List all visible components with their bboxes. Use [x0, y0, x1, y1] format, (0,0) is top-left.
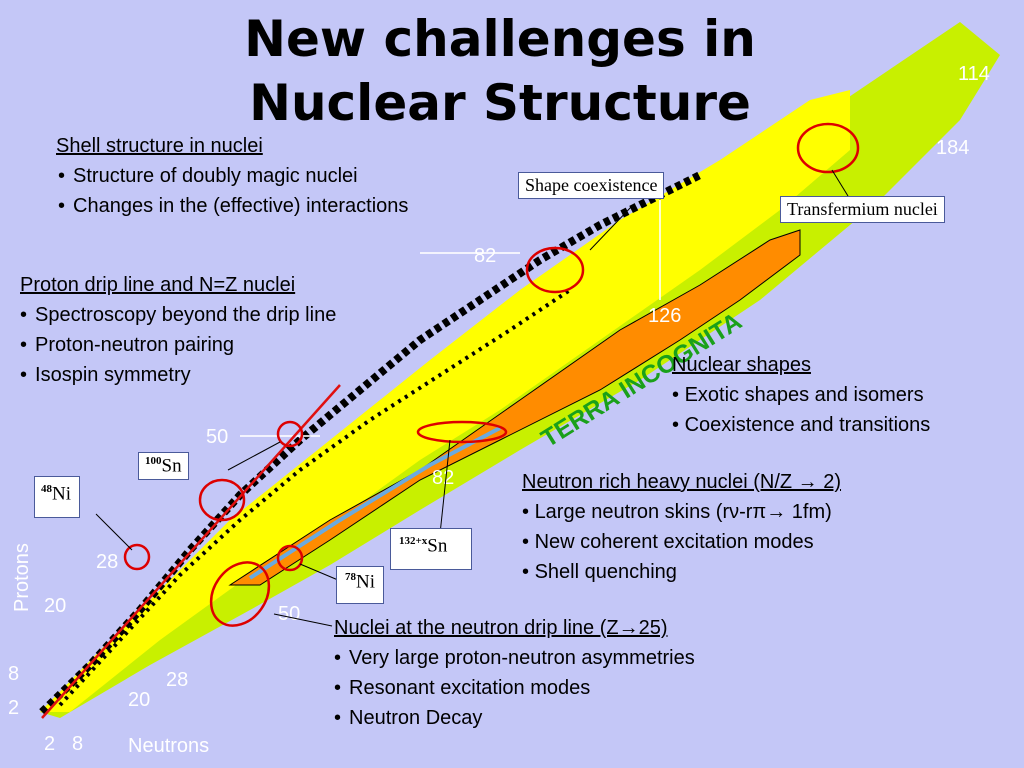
drip-heading: Nuclei at the neutron drip line (Z→25) [334, 617, 668, 639]
ni48-label: 48Ni [34, 476, 80, 519]
shapes-item-2: Coexistence and transitions [672, 414, 930, 436]
y-axis-label: Protons [11, 543, 33, 612]
ni78-mass: 78 [345, 571, 356, 583]
y-magic-28: 28 [96, 551, 118, 573]
circle-48ni [123, 543, 151, 571]
sn100-label: 100Sn [138, 452, 189, 481]
proton-item-1: Spectroscopy beyond the drip line [20, 304, 336, 326]
circle-transfermium [796, 122, 860, 174]
drip-item-1: Very large proton-neutron asymmetries [334, 647, 695, 669]
circle-shape-coexistence [525, 246, 585, 294]
transfermium-label: Transfermium nuclei [780, 196, 945, 223]
stable-nuclei-2 [58, 288, 572, 707]
neutron-rich-item-3: Shell quenching [522, 561, 677, 583]
shape-coexistence-label: Shape coexistence [518, 172, 665, 199]
y-magic-114: 114 [958, 63, 990, 85]
sn100-symbol: Sn [161, 455, 182, 477]
neutron-rich-block: Neutron rich heavy nuclei (N/Z → 2) Larg… [522, 467, 841, 587]
pointer-48ni [95, 513, 133, 551]
x-magic-8: 8 [72, 733, 83, 755]
predicted-nuclei-region [40, 90, 850, 712]
pointer-78ni [299, 563, 339, 581]
proton-item-3: Isospin symmetry [20, 364, 191, 386]
x-magic-28: 28 [166, 669, 188, 691]
pointer-shape-coexistence [589, 205, 633, 251]
pointer-100sn [227, 441, 281, 471]
y-magic-2: 2 [8, 697, 19, 719]
sn132-label: 132+xSn [390, 528, 473, 571]
circle-100sn [276, 420, 304, 448]
pointer-dripline [273, 613, 333, 627]
x-magic-50: 50 [278, 603, 300, 625]
sn132-symbol: Sn [427, 535, 448, 557]
y-magic-50: 50 [206, 426, 228, 448]
x-magic-184: 184 [936, 137, 969, 159]
x-axis-label: Neutrons [128, 735, 209, 757]
ni78-symbol: Ni [356, 571, 375, 593]
circle-78ni [276, 544, 304, 572]
ni48-mass: 48 [41, 483, 52, 495]
nuclear-shapes-block: Nuclear shapes Exotic shapes and isomers… [672, 350, 930, 440]
experimental-edge [248, 426, 501, 580]
neutron-dripline-block: Nuclei at the neutron drip line (Z→25) V… [334, 613, 695, 733]
circle-n-z-region [198, 478, 246, 522]
neutron-rich-item-1: Large neutron skins (rν-rπ→ 1fm) [522, 501, 832, 523]
shell-heading: Shell structure in nuclei [56, 135, 263, 157]
y-magic-20: 20 [44, 595, 66, 617]
neutron-rich-item-2: New coherent excitation modes [522, 531, 814, 553]
sn100-mass: 100 [145, 455, 162, 467]
shell-item-2: Changes in the (effective) interactions [58, 195, 408, 217]
ni48-symbol: Ni [52, 483, 71, 505]
pointer-132sn [439, 439, 451, 535]
proton-drip-line [41, 384, 341, 719]
proton-heading: Proton drip line and N=Z nuclei [20, 274, 296, 296]
ni78-label: 78Ni [336, 566, 384, 605]
x-magic-82: 82 [432, 467, 454, 489]
drip-item-3: Neutron Decay [334, 707, 482, 729]
proton-dripline-block: Proton drip line and N=Z nuclei Spectros… [20, 270, 336, 390]
shapes-item-1: Exotic shapes and isomers [672, 384, 924, 406]
x-magic-126: 126 [648, 305, 681, 327]
proton-item-2: Proton-neutron pairing [20, 334, 234, 356]
shapes-heading: Nuclear shapes [672, 354, 811, 376]
pointer-transfermium [831, 169, 849, 197]
slide-title-line2: Nuclear Structure [249, 74, 751, 132]
sn132-mass: 132+x [399, 535, 428, 547]
drip-item-2: Resonant excitation modes [334, 677, 590, 699]
slide-title-line1: New challenges in [244, 10, 756, 68]
circle-drip-line [209, 561, 271, 627]
circle-132sn [416, 420, 508, 444]
shell-structure-block: Shell structure in nuclei Structure of d… [56, 131, 408, 221]
y-magic-82: 82 [474, 245, 496, 267]
x-magic-2: 2 [44, 733, 55, 755]
x-magic-20: 20 [128, 689, 150, 711]
shell-item-1: Structure of doubly magic nuclei [58, 165, 358, 187]
y-magic-8: 8 [8, 663, 19, 685]
neutron-rich-heading: Neutron rich heavy nuclei (N/Z → 2) [522, 471, 842, 493]
